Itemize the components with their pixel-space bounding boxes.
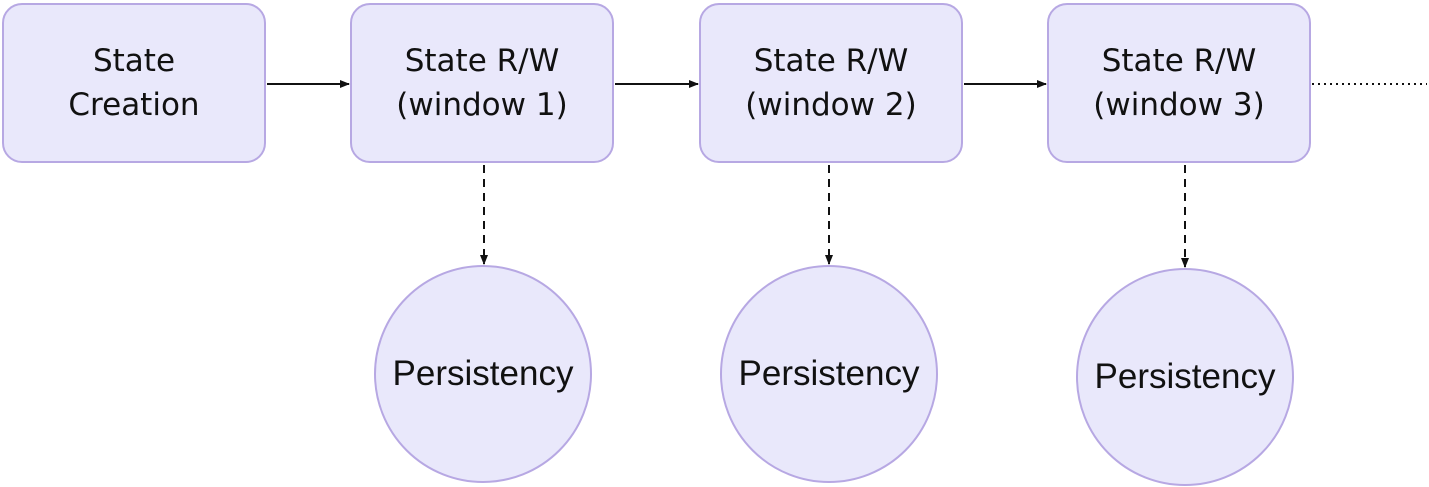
node-persistency-2: Persistency bbox=[720, 265, 938, 483]
node-state-creation-line-1: State bbox=[92, 43, 176, 79]
node-window-1-line-1: State R/W bbox=[404, 43, 560, 79]
node-persistency-3: Persistency bbox=[1076, 268, 1294, 486]
node-window-2-line-1: State R/W bbox=[753, 43, 909, 79]
node-window-2: State R/W (window 2) bbox=[699, 3, 963, 163]
node-window-3-line-2: (window 3) bbox=[1093, 87, 1265, 123]
node-window-3: State R/W (window 3) bbox=[1047, 3, 1311, 163]
node-state-creation: State Creation bbox=[2, 3, 266, 163]
node-window-3-line-1: State R/W bbox=[1101, 43, 1257, 79]
node-persistency-1-label: Persistency bbox=[392, 354, 574, 393]
node-window-2-line-2: (window 2) bbox=[745, 87, 917, 123]
node-persistency-2-label: Persistency bbox=[738, 354, 920, 393]
node-persistency-3-label: Persistency bbox=[1094, 357, 1276, 396]
node-window-1: State R/W (window 1) bbox=[350, 3, 614, 163]
node-window-1-line-2: (window 1) bbox=[396, 87, 568, 123]
node-persistency-1: Persistency bbox=[374, 265, 592, 483]
node-state-creation-line-2: Creation bbox=[68, 87, 200, 123]
